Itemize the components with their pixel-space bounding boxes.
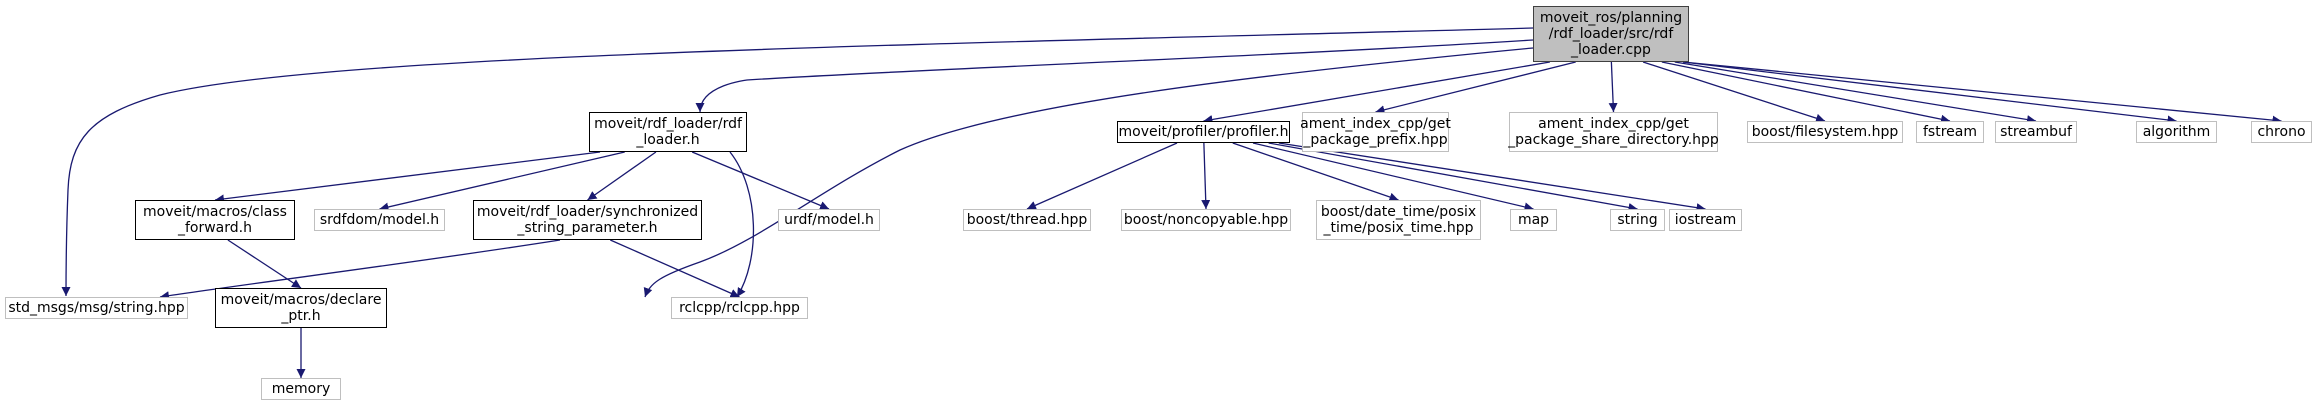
edge-profiler-h-to-string bbox=[1268, 142, 1638, 212]
node-fstream[interactable]: fstream bbox=[1916, 121, 1984, 143]
edge-profiler-h-to-boost-noncopyable bbox=[1201, 142, 1211, 210]
node-rclcpp[interactable]: rclcpp/rclcpp.hpp bbox=[671, 297, 808, 319]
edge-sync-param-to-std-msgs-string bbox=[159, 239, 561, 301]
edge-main-to-profiler-h bbox=[1203, 61, 1550, 124]
node-iostream[interactable]: iostream bbox=[1669, 209, 1742, 231]
edge-main-to-rclcpp bbox=[643, 47, 1534, 298]
node-ament-share[interactable]: ament_index_cpp/get _package_share_direc… bbox=[1508, 112, 1719, 152]
node-main[interactable]: moveit_ros/planning /rdf_loader/src/rdf … bbox=[1533, 6, 1689, 62]
node-map[interactable]: map bbox=[1510, 209, 1557, 231]
edge-main-to-boost-fs bbox=[1642, 61, 1826, 123]
edge-main-to-ament-prefix bbox=[1375, 61, 1576, 115]
edge-main-to-std-msgs-string bbox=[61, 27, 1534, 297]
node-streambuf[interactable]: streambuf bbox=[1995, 121, 2077, 143]
edge-rdf-loader-h-to-rclcpp bbox=[729, 151, 755, 298]
edge-main-to-streambuf bbox=[1674, 61, 2037, 124]
edge-profiler-h-to-map bbox=[1252, 142, 1534, 212]
node-boost-fs[interactable]: boost/filesystem.hpp bbox=[1747, 121, 1903, 143]
node-urdf-model[interactable]: urdf/model.h bbox=[778, 209, 880, 231]
node-chrono[interactable]: chrono bbox=[2251, 121, 2312, 143]
node-declare-ptr[interactable]: moveit/macros/declare _ptr.h bbox=[215, 288, 387, 328]
node-std-msgs-string[interactable]: std_msgs/msg/string.hpp bbox=[5, 297, 188, 319]
node-posix-time[interactable]: boost/date_time/posix _time/posix_time.h… bbox=[1316, 200, 1481, 240]
node-string[interactable]: string bbox=[1610, 209, 1665, 231]
node-algorithm[interactable]: algorithm bbox=[2136, 121, 2217, 143]
edge-rdf-loader-h-to-urdf-model bbox=[691, 151, 830, 210]
node-rdf-loader-h[interactable]: moveit/rdf_loader/rdf _loader.h bbox=[589, 112, 747, 152]
edge-rdf-loader-h-to-sync-param bbox=[587, 151, 657, 201]
edge-profiler-h-to-iostream bbox=[1278, 142, 1706, 213]
node-srdfdom[interactable]: srdfdom/model.h bbox=[314, 209, 445, 231]
node-ament-prefix[interactable]: ament_index_cpp/get _package_prefix.hpp bbox=[1300, 112, 1451, 152]
node-class-forward[interactable]: moveit/macros/class _forward.h bbox=[135, 200, 295, 240]
node-profiler-h[interactable]: moveit/profiler/profiler.h bbox=[1117, 121, 1290, 143]
node-sync-param[interactable]: moveit/rdf_loader/synchronized _string_p… bbox=[473, 200, 702, 240]
edge-rdf-loader-h-to-srdfdom bbox=[379, 151, 625, 212]
edge-main-to-algorithm bbox=[1682, 61, 2177, 125]
edge-sync-param-to-rclcpp bbox=[610, 239, 740, 298]
node-boost-noncopyable[interactable]: boost/noncopyable.hpp bbox=[1121, 209, 1291, 231]
edge-profiler-h-to-boost-thread bbox=[1026, 142, 1178, 210]
node-memory[interactable]: memory bbox=[261, 378, 341, 400]
node-boost-thread[interactable]: boost/thread.hpp bbox=[963, 209, 1091, 231]
edge-profiler-h-to-posix-time bbox=[1232, 142, 1399, 202]
edge-main-to-chrono bbox=[1682, 61, 2282, 125]
edge-class-forward-to-declare-ptr bbox=[227, 239, 302, 289]
edge-main-to-fstream bbox=[1661, 61, 1951, 124]
edge-main-to-ament-share bbox=[1608, 61, 1618, 113]
edge-rdf-loader-h-to-class-forward bbox=[214, 151, 601, 204]
edge-main-to-rdf-loader-h bbox=[695, 39, 1534, 113]
